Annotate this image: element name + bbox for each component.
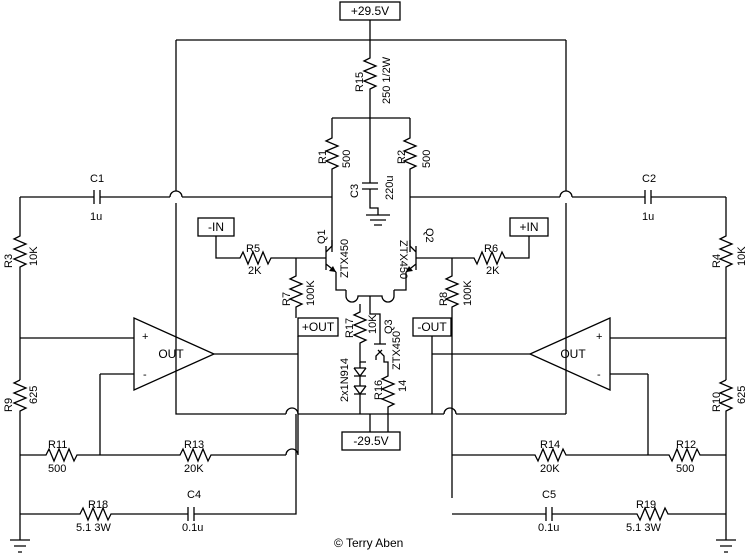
bottom-supply-wire-r (443, 407, 566, 415)
r17-value: 10K (367, 314, 379, 334)
c5-name: C5 (542, 489, 556, 501)
copyright: © Terry Aben (334, 536, 403, 550)
c2-value: 1u (642, 211, 654, 223)
r2-name: R2 (396, 150, 408, 164)
r4-value: 10K (736, 246, 748, 266)
right-opamp-minus: - (597, 369, 601, 381)
r16: R16 14 (359, 372, 409, 432)
left-opamp: OUT + - (20, 316, 298, 392)
c1: C1 1u (20, 173, 332, 223)
neg-rail: -29.5V (341, 414, 401, 451)
r13-value: 20K (184, 463, 204, 475)
r15-value: 250 1/2W (381, 56, 393, 104)
out-neg-label: -OUT (417, 320, 447, 334)
pos-rail: +29.5V (176, 1, 566, 41)
r7: R7 100K (281, 258, 317, 318)
in-pos-label: +IN (519, 220, 538, 234)
c3-value: 220u (384, 176, 396, 200)
bottom-supply-wire (285, 407, 444, 415)
r5-name: R5 (246, 243, 260, 255)
c2-name: C2 (642, 173, 656, 185)
c5-value: 0.1u (538, 522, 559, 534)
r3-name: R3 (3, 254, 15, 268)
r2-value: 500 (421, 150, 433, 168)
out-neg: -OUT (412, 317, 452, 354)
q1: Q1 ZTX450 (316, 229, 351, 291)
r1-value: 500 (341, 150, 353, 168)
left-opamp-minus: - (143, 369, 147, 381)
r3-value: 10K (28, 246, 40, 266)
neg-rail-label: -29.5V (353, 434, 388, 448)
r12-value: 500 (676, 463, 694, 475)
q1-value: ZTX450 (339, 239, 351, 278)
r8: R8 100K (438, 258, 474, 498)
r8-value: 100K (462, 280, 474, 306)
left-feedback: R9 625 R11 500 R13 20K R18 5.1 3W C4 0.1… (3, 354, 299, 553)
c1-name: C1 (90, 173, 104, 185)
c2: C2 1u (410, 173, 726, 223)
right-feedback: R10 625 R12 500 R14 20K R19 5.1 3W C5 0.… (431, 354, 748, 553)
r3: R3 10K (3, 197, 40, 380)
diodes: 2x1N914 (339, 358, 367, 404)
q2-value: ZTX450 (397, 240, 409, 279)
in-pos: +IN R6 2K (424, 217, 549, 277)
r1: R1 500 (317, 118, 353, 252)
r17: R17 10K (344, 304, 379, 363)
right-opamp: OUT + - (432, 316, 726, 392)
left-opamp-plus: + (142, 331, 148, 343)
r14-value: 20K (540, 463, 560, 475)
r11-name: R11 (48, 439, 67, 451)
c3-name: C3 (349, 184, 361, 198)
q2: Q2 ZTX450 (394, 228, 435, 291)
r17-name: R17 (344, 318, 356, 338)
r10-value: 625 (736, 386, 748, 404)
r1-name: R1 (317, 150, 329, 164)
out-pos: +OUT (297, 317, 339, 354)
q3: Q3 ZTX450 (369, 312, 403, 372)
r14-name: R14 (540, 439, 560, 451)
r15: R15 250 1/2W (354, 40, 393, 118)
r7-name: R7 (281, 292, 293, 306)
q3-name: Q3 (383, 319, 395, 334)
r18-name: R18 (88, 499, 108, 511)
r16-name: R16 (373, 380, 385, 400)
r4-name: R4 (711, 254, 723, 268)
c3: C3 220u (349, 118, 396, 226)
r9-name: R9 (3, 398, 15, 412)
r7-value: 100K (305, 280, 317, 306)
c4-name: C4 (187, 489, 201, 501)
left-opamp-label: OUT (158, 347, 184, 361)
left-supply-wire (175, 40, 286, 415)
r18-value: 5.1 3W (76, 522, 111, 534)
in-neg: -IN R5 2K (197, 217, 318, 277)
r2: R2 500 (396, 118, 433, 252)
r19-name: R19 (636, 499, 656, 511)
r6-value: 2K (486, 265, 500, 277)
r19-value: 5.1 3W (626, 522, 661, 534)
pos-rail-label: +29.5V (351, 4, 389, 18)
r12-name: R12 (676, 439, 696, 451)
r16-value: 14 (397, 380, 409, 392)
q3-value: ZTX450 (391, 331, 403, 370)
r5-value: 2K (248, 265, 262, 277)
right-opamp-label: OUT (560, 347, 586, 361)
c4-value: 0.1u (182, 522, 203, 534)
r13-name: R13 (184, 439, 204, 451)
r10-name: R10 (711, 392, 723, 412)
r15-name: R15 (354, 72, 366, 92)
r9-value: 625 (28, 386, 40, 404)
in-neg-label: -IN (208, 220, 224, 234)
diode-label: 2x1N914 (339, 358, 351, 402)
right-opamp-plus: + (596, 331, 602, 343)
q1-name: Q1 (316, 229, 328, 244)
r4: R4 10K (711, 197, 748, 380)
r8-name: R8 (438, 292, 450, 306)
out-pos-label: +OUT (302, 320, 335, 334)
c1-value: 1u (90, 211, 102, 223)
r6-name: R6 (484, 243, 498, 255)
q2-name: Q2 (423, 228, 435, 243)
r11-value: 500 (48, 463, 66, 475)
